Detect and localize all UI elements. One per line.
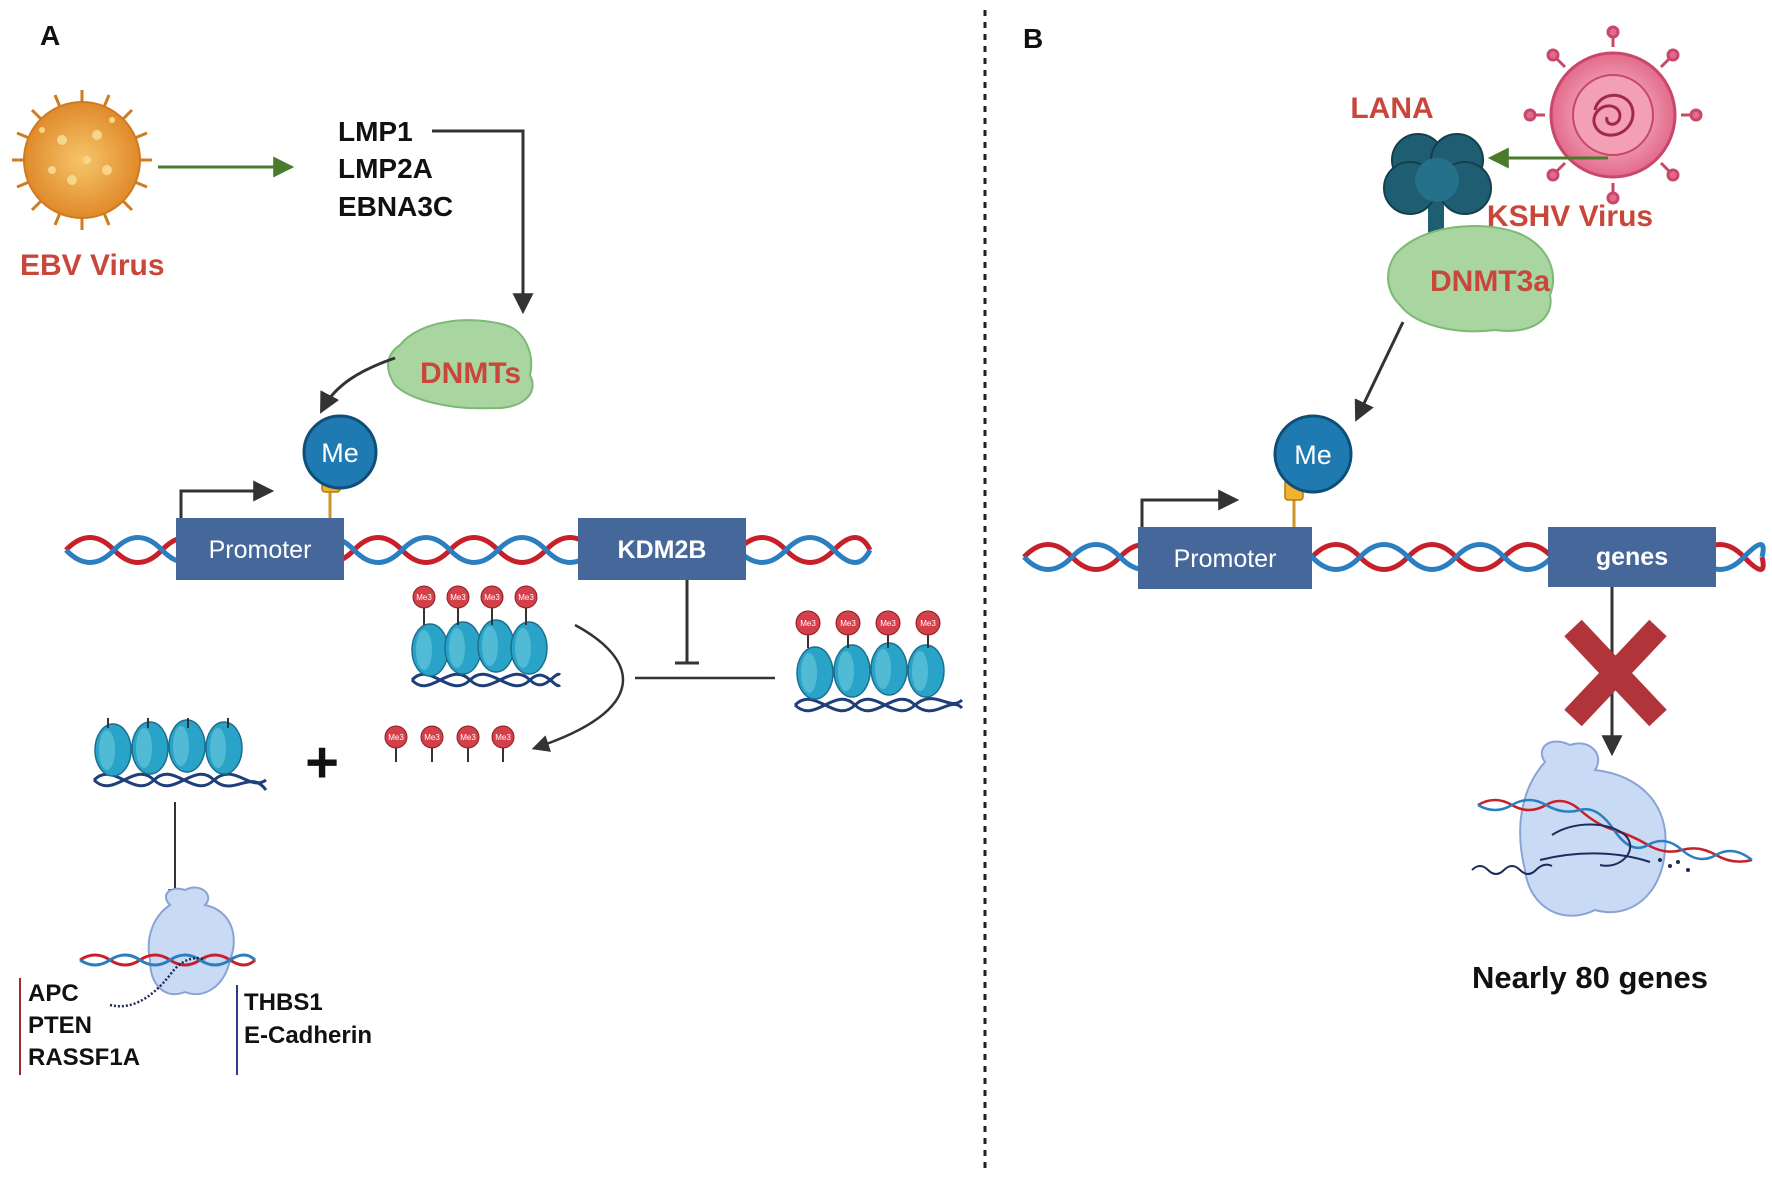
kshv-virus-label: KSHV Virus xyxy=(1487,200,1653,233)
me3-mark: Me3 xyxy=(460,733,476,742)
me3-mark: Me3 xyxy=(920,619,936,628)
kdm2b-label: KDM2B xyxy=(618,536,707,564)
unmethylated-nucleosomes xyxy=(92,718,268,791)
me3-mark: Me3 xyxy=(840,619,856,628)
me3-mark: Me3 xyxy=(416,593,432,602)
lana-label: LANA xyxy=(1350,92,1433,125)
me3-mark: Me3 xyxy=(388,733,404,742)
me3-mark: Me3 xyxy=(800,619,816,628)
promoter-box-b xyxy=(1138,527,1312,589)
dnmt3a-enzyme-shape xyxy=(1387,224,1555,333)
lana-protein-icon xyxy=(1383,133,1492,275)
protein-ebna3c: EBNA3C xyxy=(338,191,453,222)
gene-thbs1: THBS1 xyxy=(244,989,323,1016)
genes-box xyxy=(1548,527,1716,587)
proteins-to-dnmts-arrow xyxy=(432,129,534,315)
dnmt3a-to-methyl-arrow xyxy=(1354,321,1405,422)
free-me3-marks: Me3 Me3 Me3 Me3 xyxy=(384,725,515,762)
methyl-label-a: Me xyxy=(321,438,359,468)
me3-mark: Me3 xyxy=(880,619,896,628)
plus-sign: + xyxy=(305,730,339,795)
transcription-complex-b xyxy=(1471,740,1753,917)
me3-mark: Me3 xyxy=(424,733,440,742)
ebv-virus-icon xyxy=(12,90,152,230)
genes-label: genes xyxy=(1596,543,1668,571)
tss-arrow-b xyxy=(1140,489,1240,527)
me3-mark: Me3 xyxy=(450,593,466,602)
block-cross-icon xyxy=(1564,619,1667,727)
dnmt3a-label: DNMT3a xyxy=(1430,265,1550,298)
transcription-complex-a xyxy=(79,886,257,1008)
gene-e-cadherin: E-Cadherin xyxy=(244,1022,372,1049)
gene-pten: PTEN xyxy=(28,1012,92,1039)
panel-b-letter: B xyxy=(1023,23,1043,54)
methyl-label-b: Me xyxy=(1294,440,1332,470)
kshv-virus-icon xyxy=(1523,25,1703,205)
methylated-nucleosomes-right: Me3 Me3 Me3 Me3 xyxy=(793,610,964,713)
ebv-virus-label: EBV Virus xyxy=(20,249,165,282)
tss-arrow-a xyxy=(179,480,275,518)
methyl-circle-a xyxy=(302,414,378,490)
gene-apc: APC xyxy=(28,980,79,1007)
protein-lmp2a: LMP2A xyxy=(338,153,433,184)
demethylation-arrow xyxy=(531,623,625,752)
dnmts-label: DNMTs xyxy=(420,357,521,390)
gene-rassf1a: RASSF1A xyxy=(28,1044,140,1071)
kdm2b-box xyxy=(578,518,746,580)
me3-mark: Me3 xyxy=(484,593,500,602)
methyl-circle-b xyxy=(1273,414,1353,494)
methylated-nucleosomes-left: Me3 Me3 Me3 Me3 xyxy=(410,585,562,688)
promoter-label-b: Promoter xyxy=(1174,545,1277,573)
panel-a-letter: A xyxy=(40,20,60,51)
result-label: Nearly 80 genes xyxy=(1472,960,1708,995)
protein-lmp1: LMP1 xyxy=(338,116,413,147)
dnmts-enzyme-shape xyxy=(387,319,534,410)
promoter-box-a xyxy=(176,518,344,580)
promoter-label-a: Promoter xyxy=(209,536,312,564)
me3-mark: Me3 xyxy=(495,733,511,742)
me3-mark: Me3 xyxy=(518,593,534,602)
dnmts-to-methyl-arrow xyxy=(320,356,396,414)
